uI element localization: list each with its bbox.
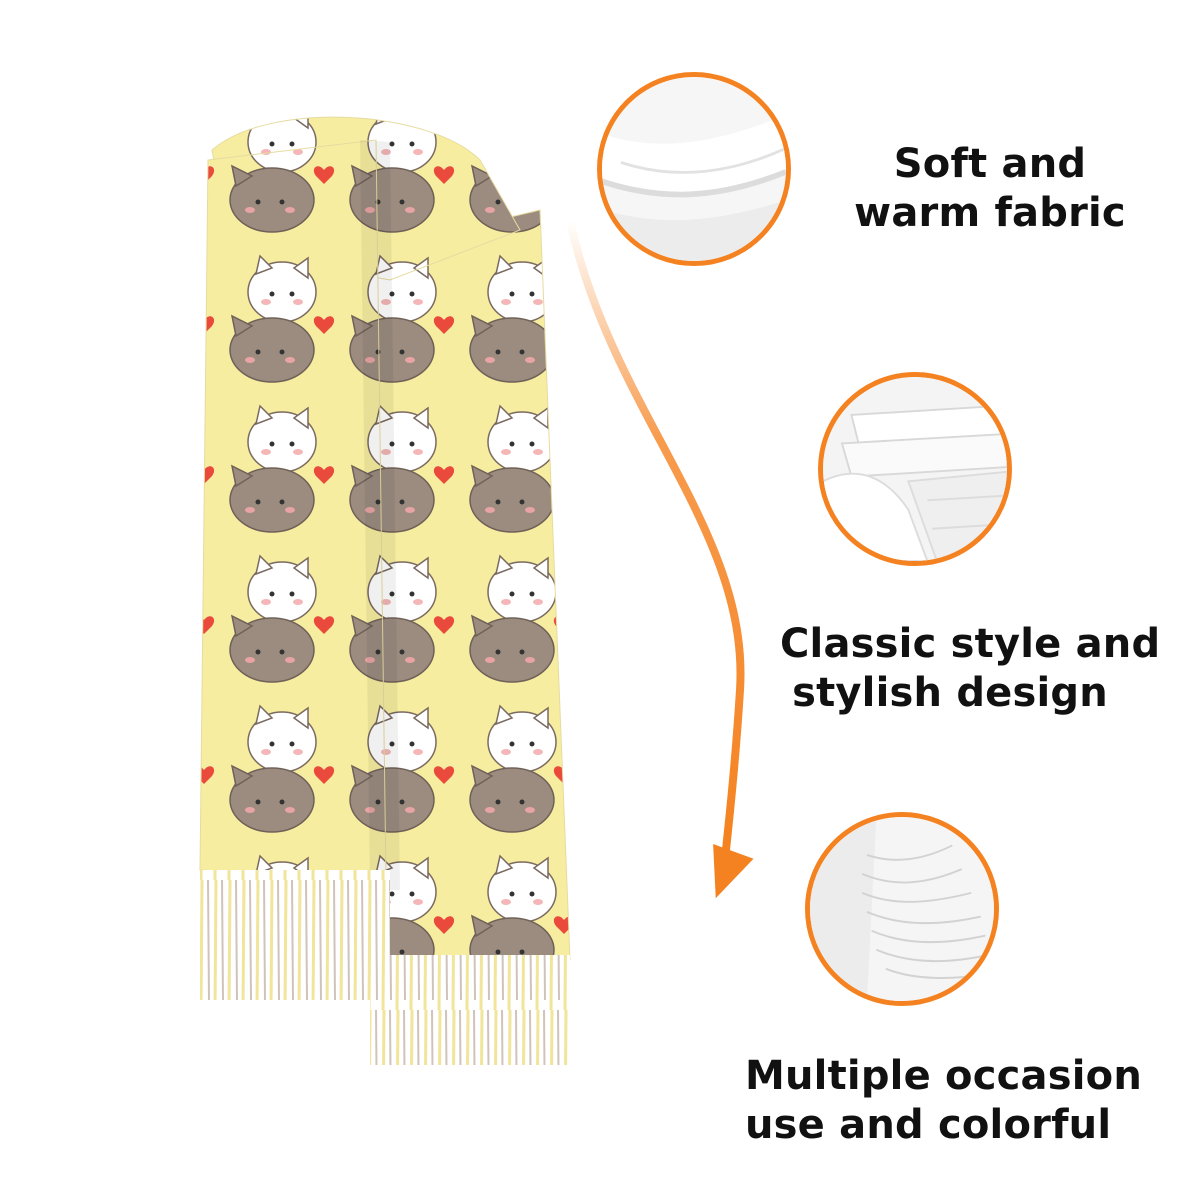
fabric-closeup-icon — [597, 72, 791, 266]
feature-text-soft-warm: Soft and warm fabric — [840, 140, 1140, 238]
curved-arrow-icon — [566, 216, 754, 899]
scarf-illustration — [199, 116, 571, 1065]
feature-text-multiple-occasion: Multiple occasion use and colorful — [745, 1052, 1142, 1150]
feature-line: stylish design — [792, 669, 1108, 716]
tassel-fringe-icon — [805, 812, 999, 1006]
feature-line: Soft and — [893, 141, 1087, 187]
feature-line: Classic style and — [780, 621, 1161, 667]
feature-line: Multiple occasion — [745, 1053, 1142, 1099]
feature-line: warm fabric — [854, 189, 1126, 236]
feature-line: use and colorful — [745, 1101, 1112, 1148]
folded-scarf-icon — [818, 372, 1012, 566]
feature-text-classic-style: Classic style and stylish design — [780, 620, 1161, 718]
